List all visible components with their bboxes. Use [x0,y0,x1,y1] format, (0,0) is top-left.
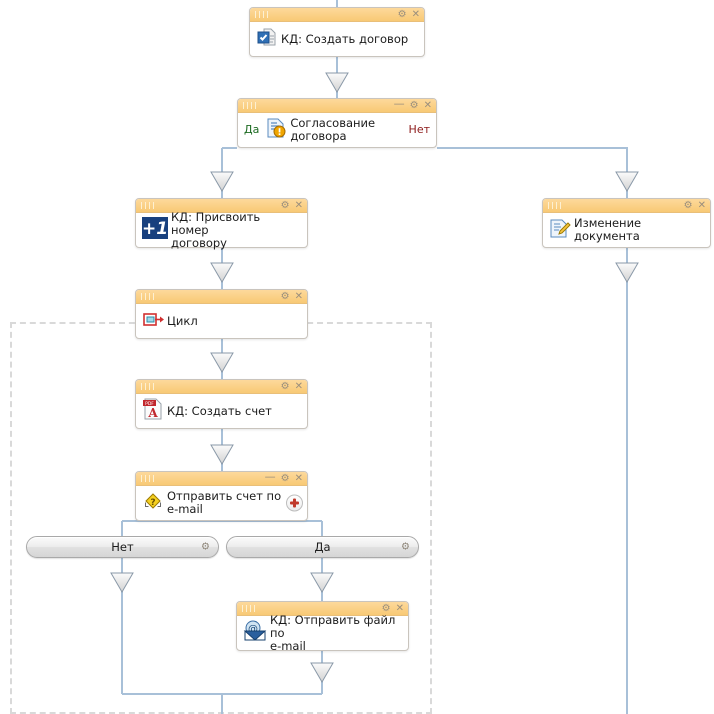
drag-grip-icon[interactable] [242,605,258,612]
titlebar-icons: ⚙✕ [382,602,404,615]
titlebar-icons: — ⚙ ✕ [264,469,303,485]
svg-text:+1: +1 [142,219,168,239]
titlebar-icons: — ⚙ ✕ [393,96,432,112]
gear-icon[interactable]: ⚙ [401,541,410,553]
node-body: Изменение документа [543,213,710,247]
svg-text:?: ? [150,498,155,508]
gear-icon[interactable]: ⚙ [409,99,419,111]
titlebar-icons: ⚙✕ [281,199,303,212]
node-label: КД: Присвоить номер договору [171,209,261,250]
close-icon[interactable]: ✕ [294,380,303,392]
document-pencil-icon [549,217,571,243]
gear-icon[interactable]: ⚙ [280,199,290,211]
node-label: Отправить счет по e-mail [167,489,282,516]
node-body: @ КД: Отправить файл по e-mail [237,612,408,653]
document-warning-icon [265,117,287,143]
gear-icon[interactable]: ⚙ [280,380,290,392]
node-assign-number[interactable]: ⚙✕ +1 КД: Присвоить номер договору [135,198,308,250]
svg-text:A: A [147,406,158,420]
node-label: Цикл [167,313,198,328]
drag-grip-icon[interactable] [255,11,271,18]
gear-icon[interactable]: ⚙ [381,602,391,614]
titlebar-icons: ⚙✕ [281,290,303,303]
minimize-icon[interactable]: — [264,469,276,483]
document-check-icon [256,26,278,52]
node-body: ? Отправить счет по e-mail [136,486,307,520]
node-create-invoice[interactable]: ⚙✕ PDF A КД: Создать счет [135,379,308,429]
close-icon[interactable]: ✕ [395,602,404,614]
node-body: PDF A КД: Создать счет [136,394,307,428]
drag-grip-icon[interactable] [141,475,157,482]
node-body: КД: Создать договор [250,22,424,56]
node-titlebar[interactable]: ⚙✕ [136,380,307,394]
svg-text:@: @ [248,624,258,635]
gear-icon[interactable]: ⚙ [280,472,290,484]
close-icon[interactable]: ✕ [697,199,706,211]
node-titlebar[interactable]: — ⚙ ✕ [238,96,436,113]
envelope-at-icon: @ [243,620,267,646]
gear-icon[interactable]: ⚙ [683,199,693,211]
node-label: КД: Создать договор [281,31,409,46]
minimize-icon[interactable]: — [393,96,405,110]
node-label: КД: Отправить файл по e-mail [270,612,396,653]
node-titlebar[interactable]: ⚙✕ [136,199,307,213]
titlebar-icons: ⚙✕ [398,8,420,21]
drag-grip-icon[interactable] [243,102,259,109]
close-icon[interactable]: ✕ [411,8,420,20]
decision-diamond-icon: ? [142,490,164,516]
branch-no-button[interactable]: Нет ⚙ [26,536,219,558]
node-change-document[interactable]: ⚙✕ Изменение документа [542,198,711,248]
node-label: Изменение документа [574,216,642,243]
node-loop[interactable]: ⚙✕ Цикл [135,289,308,339]
titlebar-icons: ⚙✕ [281,380,303,393]
plus-one-icon: +1 [142,216,168,244]
gear-icon[interactable]: ⚙ [280,290,290,302]
node-titlebar[interactable]: — ⚙ ✕ [136,469,307,486]
drag-grip-icon[interactable] [141,383,157,390]
titlebar-icons: ⚙✕ [684,199,706,212]
node-label: Согласование договора [290,116,376,143]
drag-grip-icon[interactable] [141,293,157,300]
node-titlebar[interactable]: ⚙✕ [543,199,710,213]
node-send-invoice-email[interactable]: — ⚙ ✕ ? Отправить счет по e-mail [135,471,308,521]
branch-button-label: Нет [111,540,134,554]
gear-icon[interactable]: ⚙ [397,8,407,20]
node-titlebar[interactable]: ⚙✕ [250,8,424,22]
loop-icon [142,308,164,334]
node-titlebar[interactable]: ⚙✕ [237,602,408,616]
node-titlebar[interactable]: ⚙✕ [136,290,307,304]
branch-label-yes: Да [244,123,260,136]
node-approve-contract[interactable]: — ⚙ ✕ Да Согласование договора Нет [237,98,437,148]
node-label: КД: Создать счет [167,403,272,418]
pdf-icon: PDF A [142,397,164,425]
close-icon[interactable]: ✕ [294,199,303,211]
close-icon[interactable]: ✕ [294,472,303,484]
svg-text:PDF: PDF [145,401,154,407]
close-icon[interactable]: ✕ [294,290,303,302]
node-body: +1 КД: Присвоить номер договору [136,209,307,250]
node-body: Да Согласование договора Нет [238,113,436,147]
add-plus-icon[interactable] [286,494,303,512]
node-create-contract[interactable]: ⚙✕ КД: Создать договор [249,7,425,57]
gear-icon[interactable]: ⚙ [201,541,210,553]
node-body: Цикл [136,304,307,338]
drag-grip-icon[interactable] [141,202,157,209]
close-icon[interactable]: ✕ [423,99,432,111]
drag-grip-icon[interactable] [548,202,564,209]
node-send-file-email[interactable]: ⚙✕ @ КД: Отправить файл по e-mail [236,601,409,653]
branch-button-label: Да [314,540,331,554]
branch-label-no: Нет [408,123,430,136]
branch-yes-button[interactable]: Да ⚙ [226,536,419,558]
